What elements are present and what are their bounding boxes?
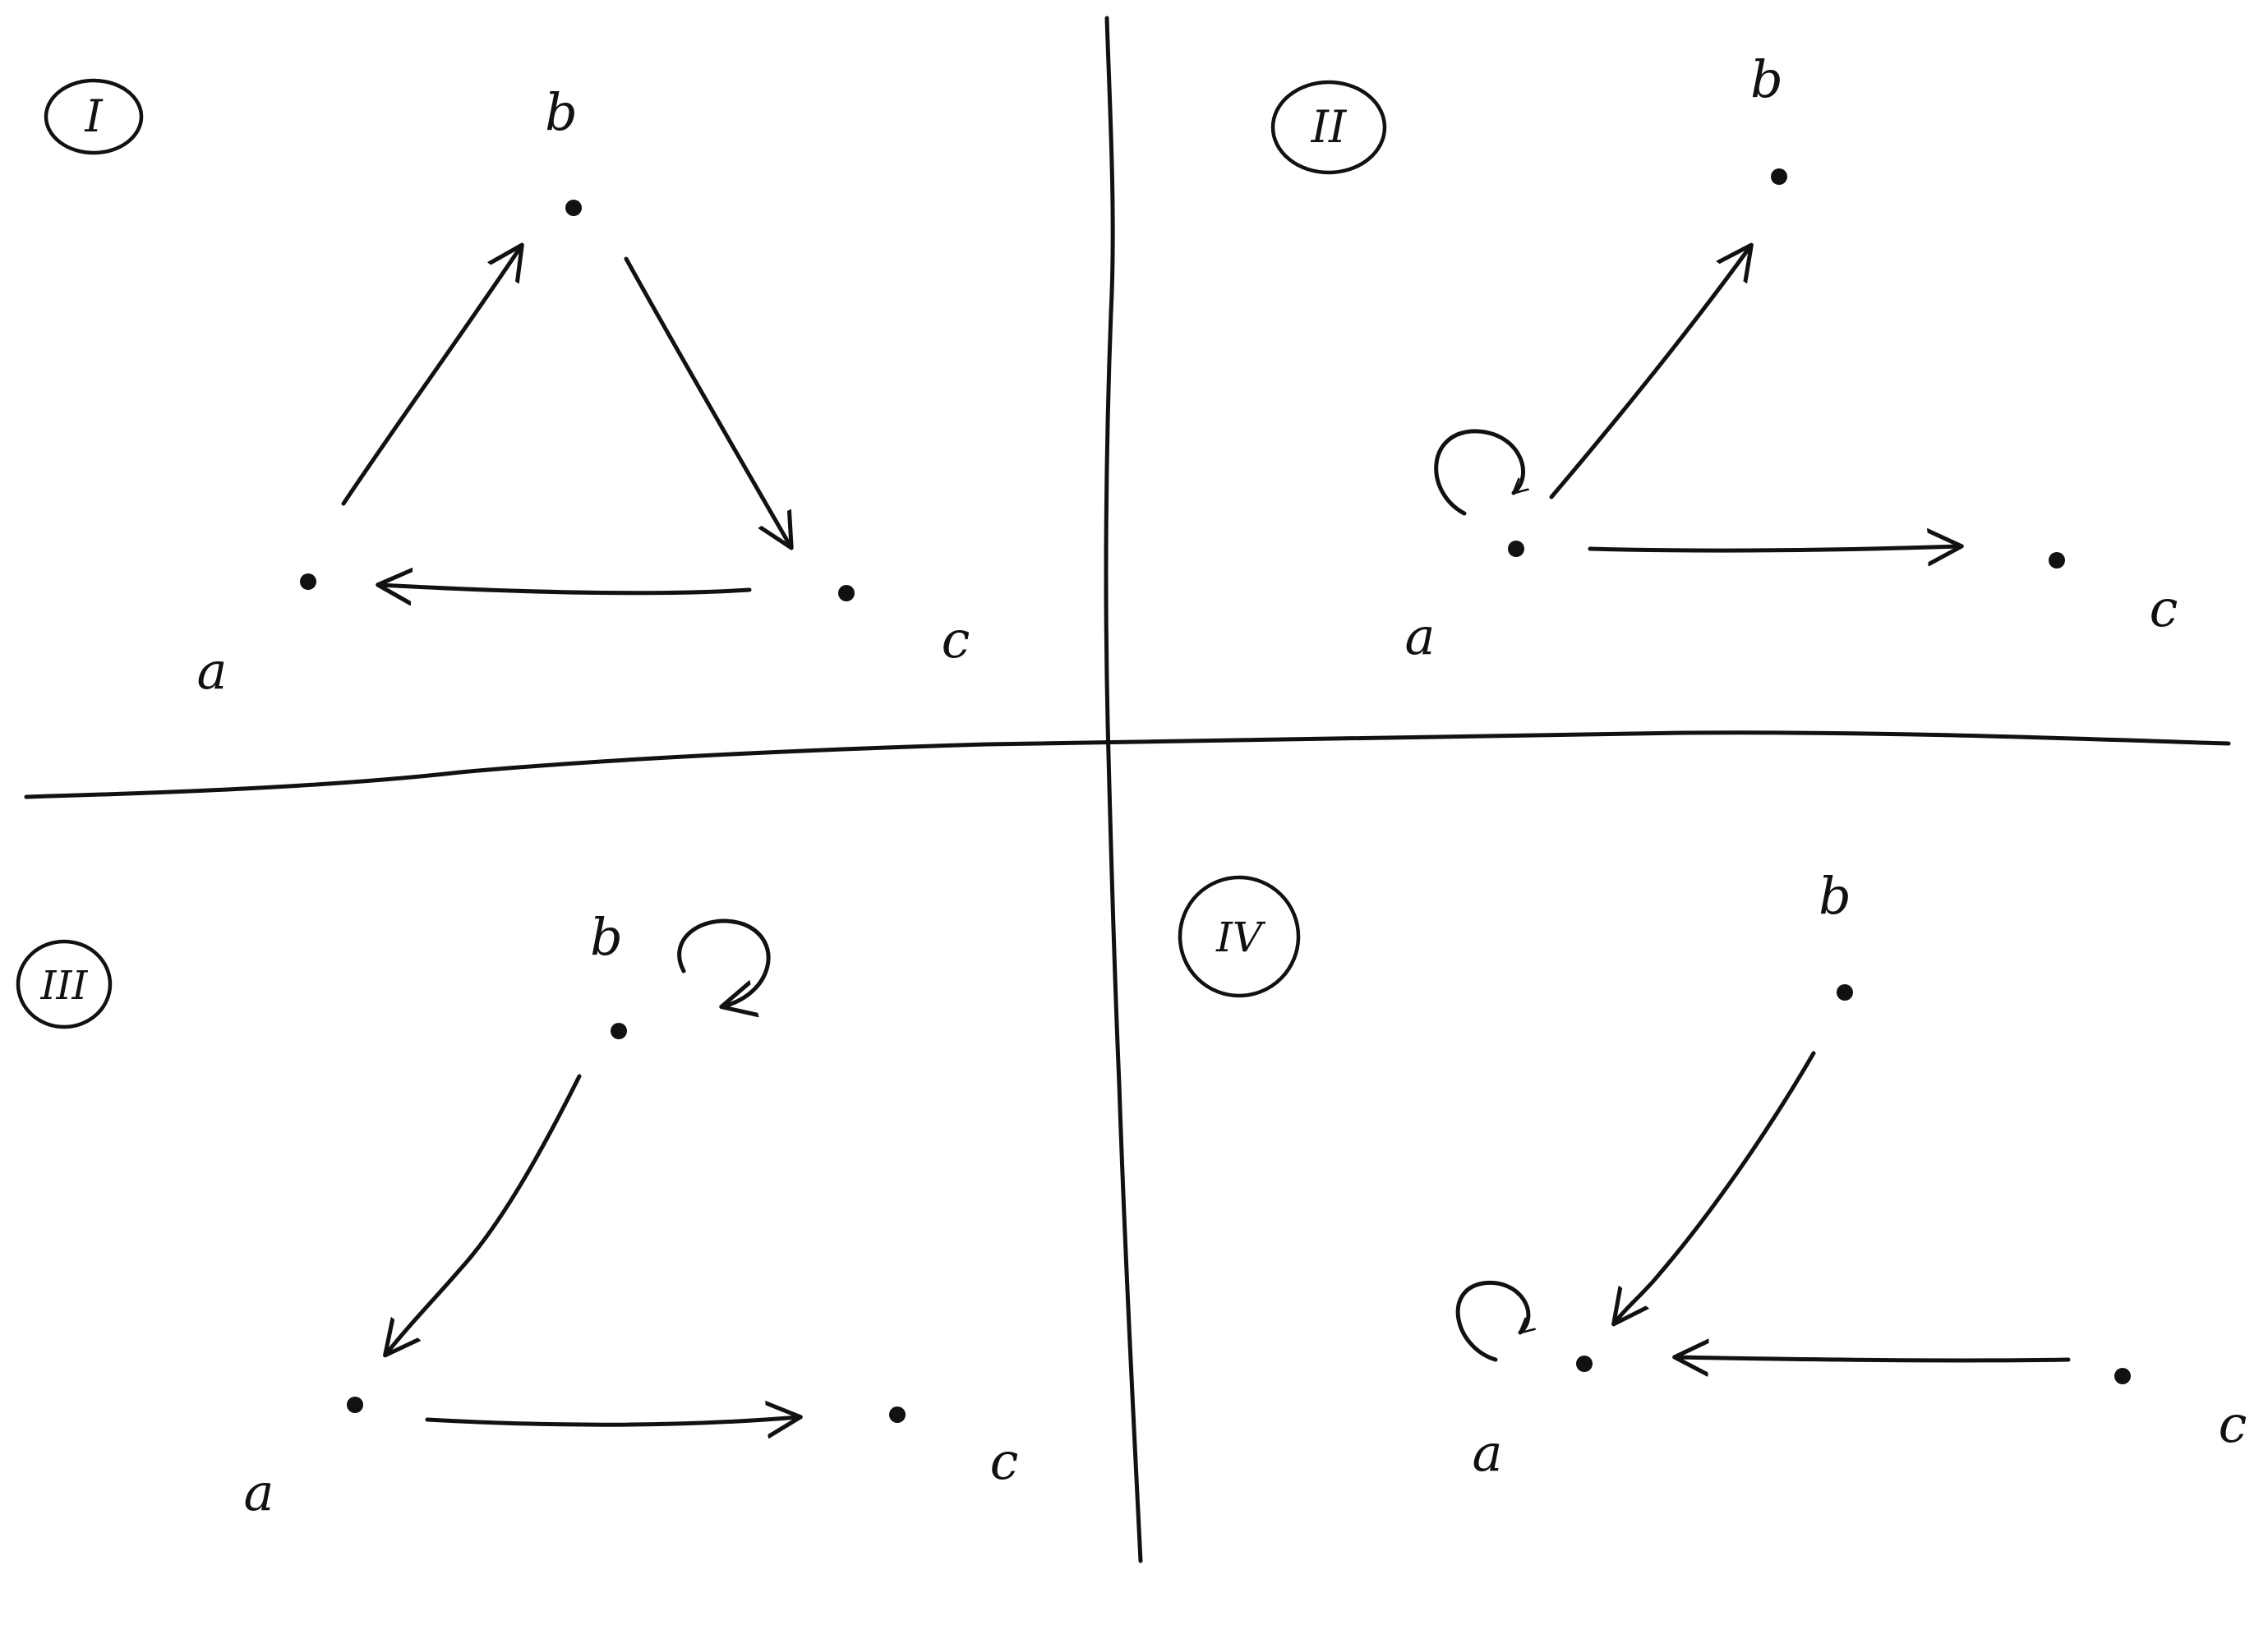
node-c-dot xyxy=(838,585,855,601)
arrow-b-to-a xyxy=(386,1074,582,1354)
node-a-dot xyxy=(300,573,316,590)
node-c-label: c xyxy=(2150,578,2178,638)
node-c-label: c xyxy=(990,1431,1019,1491)
node-a-label: a xyxy=(197,641,228,701)
node-a-label: a xyxy=(1405,606,1436,666)
node-c-label: c xyxy=(942,610,970,670)
node-c-dot xyxy=(889,1406,906,1423)
node-c-dot xyxy=(2049,552,2065,569)
panel-i-numeral: I xyxy=(84,90,104,142)
node-c-dot xyxy=(2114,1368,2131,1384)
node-b-dot xyxy=(1837,984,1853,1001)
node-a-dot xyxy=(1508,541,1524,557)
arrow-a-to-b xyxy=(341,246,521,506)
self-loop-a xyxy=(1434,429,1524,516)
panel-iii-numeral: III xyxy=(40,963,89,1009)
node-a-dot xyxy=(347,1397,363,1413)
node-a-label: a xyxy=(1473,1423,1503,1483)
panel-ii: II a b c xyxy=(1270,49,2178,666)
node-b-dot xyxy=(565,200,582,216)
node-a-dot xyxy=(1576,1356,1593,1372)
panel-i-numeral-badge: I xyxy=(44,78,144,155)
panel-iv-numeral-badge: IV xyxy=(1178,875,1301,998)
node-c-label: c xyxy=(2219,1394,2247,1454)
arrow-a-to-c xyxy=(1588,546,1960,550)
node-b-dot xyxy=(611,1023,627,1039)
node-b-label: b xyxy=(1750,49,1783,109)
panel-iv: IV a b c xyxy=(1178,866,2247,1483)
panel-iii-numeral-badge: III xyxy=(16,939,113,1029)
panel-ii-numeral-badge: II xyxy=(1270,80,1387,175)
self-loop-b xyxy=(677,918,771,1006)
node-b-label: b xyxy=(590,907,623,967)
panel-i: I a b c xyxy=(44,78,970,701)
arrow-a-to-b xyxy=(1549,246,1750,499)
horizontal-divider xyxy=(24,730,2231,799)
panel-iii: III a b c xyxy=(16,907,1019,1522)
panel-ii-numeral: II xyxy=(1311,101,1348,153)
panel-iv-numeral: IV xyxy=(1215,914,1266,961)
arrow-b-to-a xyxy=(1615,1051,1816,1323)
arrow-a-to-c xyxy=(425,1417,799,1425)
node-b-label: b xyxy=(545,82,578,142)
arrow-b-to-c xyxy=(624,256,791,546)
node-b-dot xyxy=(1771,168,1787,185)
vertical-divider xyxy=(1104,16,1143,1563)
self-loop-a xyxy=(1455,1281,1528,1362)
arrow-c-to-a xyxy=(380,585,752,593)
node-b-label: b xyxy=(1819,866,1851,926)
arrow-c-to-a xyxy=(1676,1357,2071,1360)
node-a-label: a xyxy=(244,1462,274,1522)
